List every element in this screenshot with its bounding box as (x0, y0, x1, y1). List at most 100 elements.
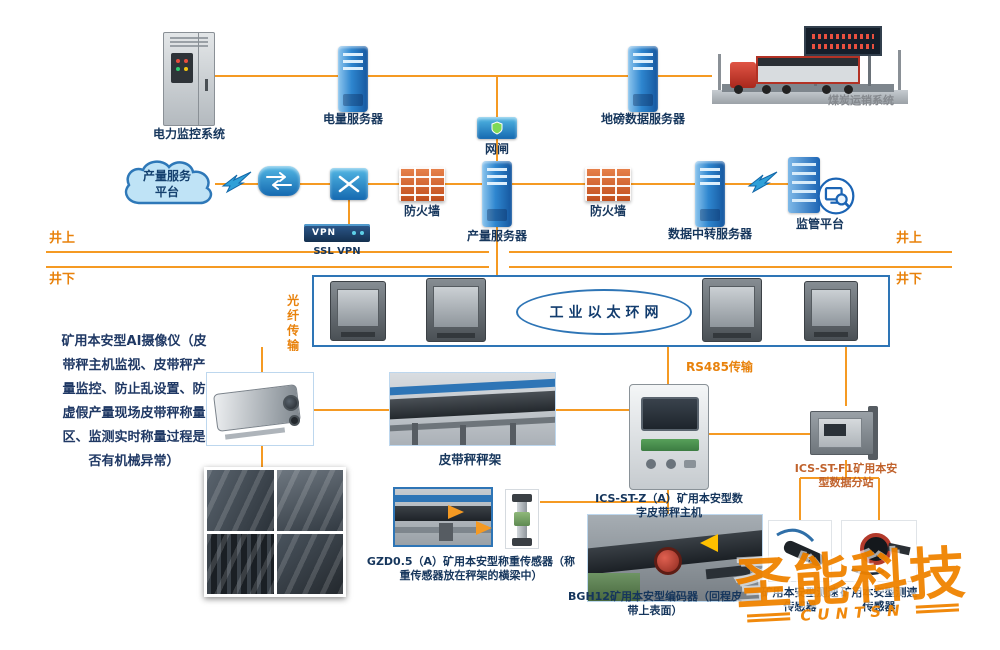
led-display-board (804, 26, 882, 56)
production-server (482, 161, 512, 227)
lamp-pole (898, 50, 901, 90)
divider-left-below: 井下 (48, 272, 75, 287)
board-leg (868, 56, 871, 86)
weighbridge-data-server (628, 46, 658, 112)
speed-sensor-right-label: 矿用本安型测速传感器 (840, 586, 918, 614)
camera-feed-4 (276, 533, 343, 594)
weighbridge-server-label: 地磅数据服务器 (600, 112, 685, 126)
power-monitor-label: 电力监控系统 (152, 127, 225, 141)
mine-substation-device-2 (426, 278, 486, 342)
host-brand-strip (641, 439, 699, 451)
frame-leg (510, 423, 516, 445)
monitor-magnifier-icon (817, 177, 855, 215)
lightning-link-icon (747, 171, 778, 194)
router-arrows-icon (266, 172, 292, 190)
truck-cab (730, 62, 756, 88)
switch-cross-icon (338, 175, 360, 193)
firewall-right (585, 167, 631, 201)
coal-load (758, 58, 858, 66)
cabinet-handle (205, 79, 208, 91)
host-knob (666, 459, 676, 469)
mount-block (439, 523, 453, 541)
belt-scale-host-device (629, 384, 709, 490)
speed-sensor-left-photo (768, 520, 832, 582)
coal-sales-label: 煤炭运销系统 (828, 94, 894, 107)
host-port (684, 460, 696, 468)
load-cell-mount-photo (393, 487, 493, 547)
mine-substation-device-1 (330, 281, 386, 341)
ssl-vpn-label: SSL VPN (313, 246, 361, 257)
speed-sensor-icon (776, 528, 824, 567)
router-device (258, 166, 300, 196)
supervision-server-rack (788, 157, 820, 213)
load-cell-band (514, 512, 530, 526)
ai-camera-device-photo (206, 372, 314, 446)
substation-screen (824, 424, 846, 436)
encoder-label: BGH12矿用本安型编码器（回程皮带上表面） (568, 590, 742, 618)
belt-scale-frame-photo (389, 372, 556, 446)
power-monitor-cabinet (163, 32, 215, 126)
camera-feed-1 (207, 470, 274, 531)
cabinet-vent (170, 37, 208, 47)
network-gateway-device (477, 117, 517, 139)
mount-rail (395, 495, 491, 502)
encoder-wheel (654, 547, 682, 575)
firewall-left-label: 防火墙 (403, 204, 440, 218)
belt-frame-label: 皮带秤秤架 (438, 452, 502, 467)
mine-substation-device-4 (804, 281, 858, 341)
truck-trailer (756, 56, 860, 84)
ring-label: 工业以太环网 (549, 305, 664, 321)
production-server-label: 产量服务器 (467, 229, 528, 243)
gateway-label: 网闸 (484, 142, 509, 156)
watermark-bar-left (746, 612, 791, 623)
truck-scale-scene: 煤炭运销系统 (712, 24, 908, 114)
frame-leg (412, 423, 418, 445)
speed-sensor-right-photo (841, 520, 917, 582)
divider-right-above: 井上 (895, 231, 922, 246)
cloud-platform-label: 产量服务平台 (143, 169, 192, 199)
encoder-green-frame (588, 573, 640, 601)
speed-sensor-left-label: 矿用本安型测速传感器 (761, 586, 839, 614)
shield-icon (491, 121, 503, 135)
supervision-monitor-badge (817, 177, 855, 219)
rs485-transmission-label: RS485传输 (686, 360, 753, 374)
vendor-watermark: 圣能科技 CUNTSN (733, 528, 969, 625)
cabinet-door-line (198, 33, 199, 125)
relay-server-label: 数据中转服务器 (668, 227, 753, 241)
power-server-label: 电量服务器 (322, 112, 383, 126)
encoder-photo (587, 514, 763, 602)
divider-left-above: 井上 (48, 231, 75, 246)
host-label: ICS-ST-Z（A）矿用本安型数字皮带秤主机 (595, 492, 743, 520)
camera-feed-2 (276, 470, 343, 531)
mount-belt (395, 506, 491, 521)
fiber-transmission-label: 光纤传输 (285, 294, 300, 354)
camera-lens (283, 395, 299, 411)
vpn-device: VPN (304, 224, 370, 242)
divider-right-below: 井下 (895, 272, 922, 287)
industrial-ethernet-ring: 工业以太环网 (516, 289, 692, 335)
load-cell-bottom-cap (512, 538, 532, 546)
camera-feed-3 (207, 533, 274, 594)
ai-camera-note: 矿用本安型AI摄像仪（皮带秤主机监视、皮带秤产量监控、防止乱设置、防虚假产量现场… (61, 334, 207, 470)
truck-wheel (734, 85, 743, 94)
lightning-link-icon (221, 171, 252, 194)
watermark-bar-right (915, 603, 960, 614)
led-text-row (812, 44, 874, 49)
scale-platform (722, 84, 894, 92)
camera-lens-small (289, 415, 300, 426)
load-cell-label: GZD0.5（A）矿用本安型称重传感器（称重传感器放在秤架的横梁中） (366, 555, 576, 583)
cloud-icon (124, 160, 213, 205)
power-server (338, 46, 368, 112)
data-substation-device (810, 406, 882, 460)
surveillance-monitor-photo (204, 467, 346, 597)
load-cell-sensor-photo (505, 489, 539, 549)
switch-device (330, 168, 368, 200)
host-knob (646, 459, 656, 469)
vpn-device-text: VPN (312, 228, 337, 238)
led-text-row (812, 34, 874, 39)
ground (712, 90, 908, 104)
data-relay-server (695, 161, 725, 227)
firewall-right-label: 防火墙 (589, 204, 626, 218)
belt-band (390, 390, 555, 420)
